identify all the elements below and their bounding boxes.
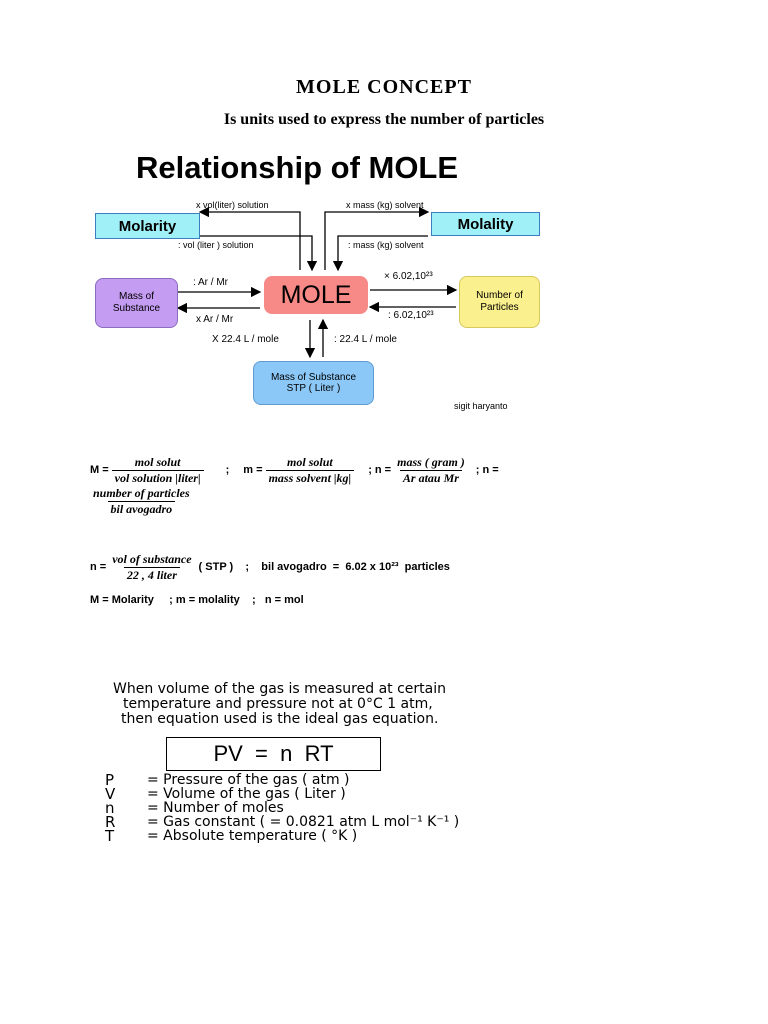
label-mass-mul: x mass (kg) solvent [346,200,424,210]
legend-text: = Gas constant ( = 0.0821 atm L mol⁻¹ K⁻… [147,814,460,830]
legend-row-moles: n = Number of moles [105,799,284,817]
label-stp-mul: X 22.4 L / mole [212,334,279,345]
mole-stp-lhs: n = [90,561,107,573]
molality-lhs: m = [243,464,263,476]
mole-particles-numerator: number of particles [93,485,190,500]
mass-label: Mass of Substance [112,291,161,314]
gas-intro-line-2: temperature and pressure not at 0°C 1 at… [123,696,433,712]
label-avo-mul: × 6.02,10²³ [384,271,433,282]
legend-symbol: T [105,827,115,845]
label-vol-mul: x vol(liter) solution [196,200,269,210]
stp-box: Mass of Substance STP ( Liter ) [253,361,374,405]
legend-row-temperature: T = Absolute temperature ( °K ) [105,827,358,845]
gas-intro-line-1: When volume of the gas is measured at ce… [113,681,446,697]
molality-label: Molality [457,215,514,233]
legend-text: = Pressure of the gas ( atm ) [147,772,350,788]
definitions-line: M = Molarity ; m = molality ; n = mol [90,594,304,606]
molarity-numerator: mol solut [134,454,181,469]
label-mass-div: : mass (kg) solvent [348,240,424,250]
page-subtitle: Is units used to express the number of p… [223,111,545,128]
mole-stp-denominator: 22 , 4 liter [123,566,180,583]
formula-line-2: number of particles bil avogadro [90,486,193,516]
stp-label: Mass of Substance STP ( Liter ) [270,372,357,394]
molality-denominator: mass solvent |kg| [265,469,355,486]
molality-fraction: mol solut mass solvent |kg| [265,454,355,486]
mole-particles-fraction: number of particles bil avogadro [90,486,193,517]
stp-avogadro-text: ( STP ) ; bil avogadro = 6.02 x 10²³ par… [198,561,450,573]
label-avo-div: : 6.02,10²³ [388,310,434,321]
legend-text: = Volume of the gas ( Liter ) [147,786,346,802]
legend-symbol: R [105,813,116,831]
molality-numerator: mol solut [287,454,333,469]
separator-1: ; [225,464,230,476]
legend-text: = Number of moles [147,800,284,816]
mole-box: MOLE [264,276,368,314]
molality-arrow-in [332,235,428,272]
legend-text: = Absolute temperature ( °K ) [147,828,358,844]
legend-symbol: P [105,771,115,789]
separator-2: ; n = [368,464,392,476]
molarity-box: Molarity [95,213,200,239]
formula-line-3: n = vol of substance 22 , 4 liter ( STP … [90,552,450,582]
label-vol-div: : vol (liter ) solution [178,240,254,250]
label-ar-mul: x Ar / Mr [196,314,234,325]
mole-mass-numerator: mass ( gram ) [397,454,465,469]
legend-row-volume: V = Volume of the gas ( Liter ) [105,785,346,803]
gas-intro-line-3: then equation used is the ideal gas equa… [121,711,439,727]
legend-symbol: V [105,785,116,803]
molarity-arrow-in [200,235,318,272]
page-title: MOLE CONCEPT [296,76,472,98]
formula-line-1: M = mol solut vol solution |liter| ; m =… [90,454,499,486]
molality-box: Molality [431,212,540,236]
particles-box: Number of Particles [459,276,540,328]
diagram-arrows [176,206,458,359]
label-stp-div: : 22.4 L / mole [334,334,397,345]
mole-mass-fraction: mass ( gram ) Ar atau Mr [394,455,468,486]
ideal-gas-equation-box: PV = n RT [166,737,381,771]
label-ar-div: : Ar / Mr [193,277,228,288]
legend-row-gas-constant: R = Gas constant ( = 0.0821 atm L mol⁻¹ … [105,813,460,831]
molarity-lhs: M = [90,464,109,476]
molarity-label: Molarity [118,217,177,235]
mole-stp-fraction: vol of substance 22 , 4 liter [109,552,194,583]
mole-mass-denominator: Ar atau Mr [399,469,462,486]
separator-3: ; n = [475,464,499,476]
molality-arrow-out [324,206,430,270]
ideal-gas-equation: PV = n RT [213,741,334,766]
molarity-fraction: mol solut vol solution |liter| [111,454,204,486]
mole-stp-numerator: vol of substance [112,551,192,566]
legend-symbol: n [105,799,115,817]
molarity-arrow-out [198,206,301,270]
author-signature: sigit haryanto [454,401,508,411]
mole-particles-denominator: bil avogadro [107,500,176,517]
particles-label: Number of Particles [476,290,523,313]
mass-box: Mass of Substance [95,278,178,328]
mole-label: MOLE [280,280,352,309]
molarity-denominator: vol solution |liter| [111,469,204,486]
legend-row-pressure: P = Pressure of the gas ( atm ) [105,771,350,789]
diagram-title: Relationship of MOLE [136,150,459,185]
